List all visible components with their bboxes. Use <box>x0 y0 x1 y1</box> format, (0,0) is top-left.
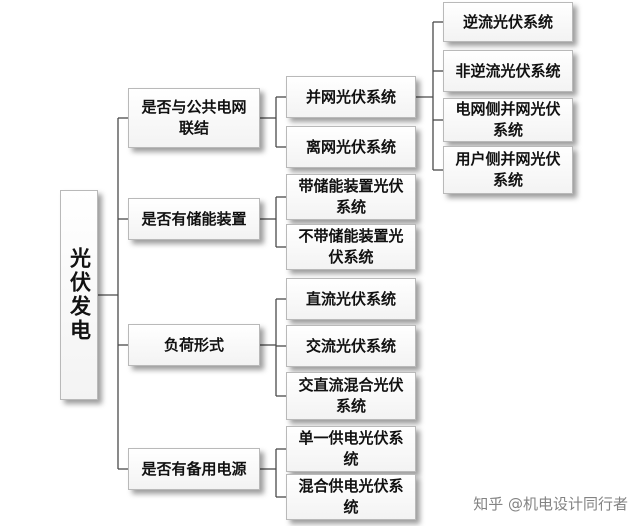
node-label: 非逆流光伏系统 <box>455 61 561 80</box>
node-reverse-flow-system: 逆流光伏系统 <box>443 2 573 42</box>
watermark: 知乎 @机电设计同行者 <box>473 495 628 513</box>
category-backup-power: 是否有备用电源 <box>128 448 260 490</box>
node-label: 不带储能装置光伏系统 <box>298 227 404 266</box>
category-label: 是否有备用电源 <box>141 459 247 478</box>
node-without-storage-system: 不带储能装置光伏系统 <box>286 224 416 270</box>
node-non-reverse-flow-system: 非逆流光伏系统 <box>443 50 573 92</box>
node-label: 电网侧并网光伏系统 <box>455 100 561 139</box>
category-load-type: 负荷形式 <box>128 324 260 366</box>
node-label: 交直流混合光伏系统 <box>298 376 404 415</box>
category-label: 是否有储能装置 <box>141 209 247 228</box>
node-user-side-system: 用户侧并网光伏系统 <box>443 146 573 194</box>
node-label: 带储能装置光伏系统 <box>298 177 404 216</box>
category-energy-storage: 是否有储能装置 <box>128 198 260 240</box>
category-grid-connection: 是否与公共电网联结 <box>128 88 260 148</box>
node-with-storage-system: 带储能装置光伏系统 <box>286 174 416 220</box>
node-hybrid-supply-system: 混合供电光伏系统 <box>286 474 416 520</box>
node-off-grid-system: 离网光伏系统 <box>286 126 416 168</box>
root-node: 光伏发电 <box>60 190 98 400</box>
node-grid-connected-system: 并网光伏系统 <box>286 76 416 118</box>
node-grid-side-system: 电网侧并网光伏系统 <box>443 98 573 142</box>
node-single-supply-system: 单一供电光伏系统 <box>286 426 416 472</box>
node-label: 离网光伏系统 <box>305 137 396 156</box>
node-label: 逆流光伏系统 <box>462 12 553 31</box>
category-label: 是否与公共电网联结 <box>141 98 247 137</box>
root-label: 光伏发电 <box>67 247 92 343</box>
node-label: 单一供电光伏系统 <box>298 429 404 468</box>
node-label: 混合供电光伏系统 <box>298 477 404 516</box>
node-label: 用户侧并网光伏系统 <box>455 150 561 189</box>
node-label: 并网光伏系统 <box>305 87 396 106</box>
node-ac-system: 交流光伏系统 <box>286 325 416 367</box>
node-label: 直流光伏系统 <box>305 289 396 308</box>
node-dc-system: 直流光伏系统 <box>286 278 416 320</box>
category-label: 负荷形式 <box>163 335 224 354</box>
node-hybrid-acdc-system: 交直流混合光伏系统 <box>286 372 416 420</box>
node-label: 交流光伏系统 <box>305 336 396 355</box>
